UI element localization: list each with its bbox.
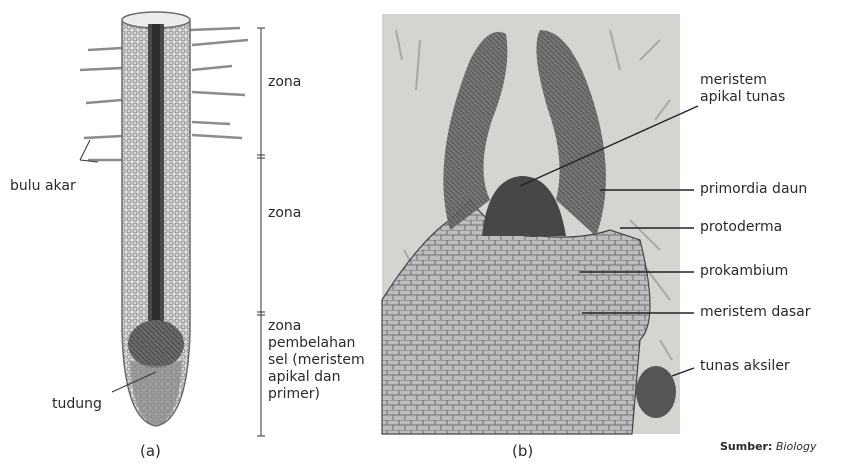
label-zone-top: zona <box>268 74 301 91</box>
label-zone-division-line: primer) <box>268 386 365 403</box>
label-zone-division-line: pembelahan <box>268 335 365 352</box>
label-zone-division: zona pembelahan sel (meristem apikal dan… <box>268 318 365 403</box>
label-zone-middle: zona <box>268 205 301 222</box>
caption-a: (a) <box>140 442 161 460</box>
source-prefix: Sumber: <box>720 440 772 453</box>
label-apical-meristem-line: apikal tunas <box>700 89 785 106</box>
label-procambium: prokambium <box>700 263 788 280</box>
label-zone-division-line: apikal dan <box>268 369 365 386</box>
label-protoderm: protoderma <box>700 219 782 236</box>
label-axillary-bud: tunas aksiler <box>700 358 790 375</box>
caption-b: (b) <box>512 442 533 460</box>
label-ground-meristem: meristem dasar <box>700 304 810 321</box>
label-apical-meristem-line: meristem <box>700 72 785 89</box>
root-diagram <box>80 12 248 426</box>
zone-brackets <box>257 28 265 436</box>
source-credit: Sumber: Biology <box>720 440 817 453</box>
label-leaf-primordia: primordia daun <box>700 181 807 198</box>
label-root-hairs: bulu akar <box>10 178 76 195</box>
label-zone-division-line: sel (meristem <box>268 352 365 369</box>
label-zone-division-line: zona <box>268 318 365 335</box>
label-apical-meristem: meristem apikal tunas <box>700 72 785 106</box>
shoot-micrograph <box>382 14 680 434</box>
source-title: Biology <box>776 440 817 453</box>
label-root-cap: tudung <box>52 396 102 413</box>
